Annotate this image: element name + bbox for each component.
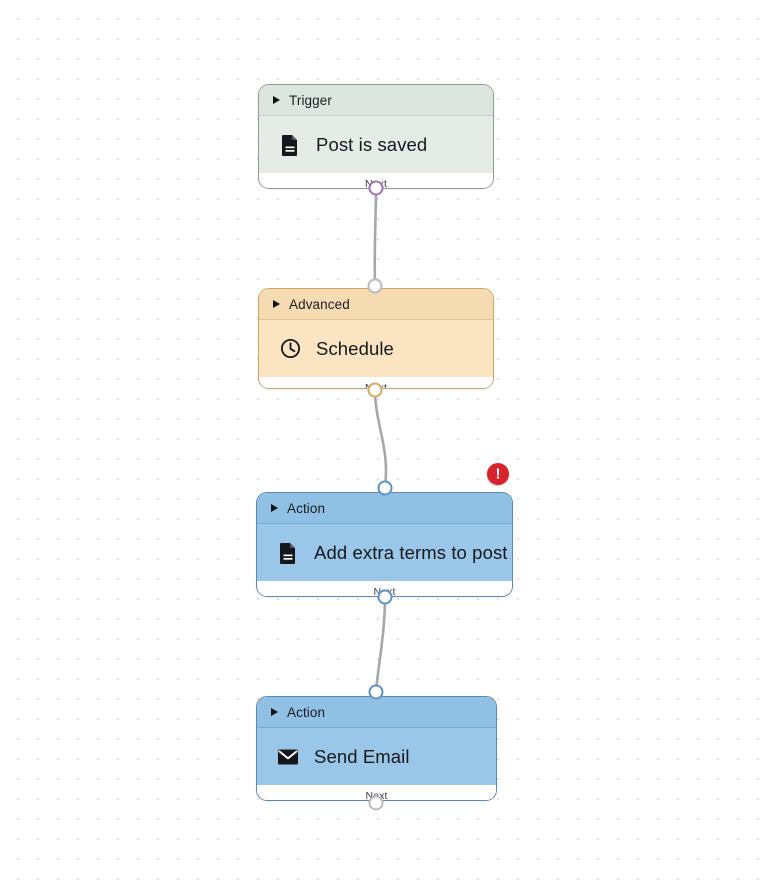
document-icon	[277, 542, 299, 564]
node-divider	[257, 523, 512, 524]
node-header-trigger[interactable]: Trigger	[259, 85, 493, 115]
node-footer-next[interactable]: Next	[257, 785, 496, 800]
handle-output-trigger[interactable]	[368, 180, 384, 196]
node-action-send-email[interactable]: Action Send Email Next	[256, 696, 497, 801]
clock-icon	[279, 338, 301, 360]
envelope-icon	[277, 746, 299, 768]
handle-input-action-send-email[interactable]	[368, 684, 384, 700]
node-header-action[interactable]: Action	[257, 493, 512, 523]
node-title: Schedule	[316, 337, 394, 359]
chevron-right-icon[interactable]	[273, 96, 280, 104]
node-title: Post is saved	[316, 133, 428, 155]
node-body-action[interactable]: Add extra terms to post	[257, 524, 512, 581]
node-body-trigger[interactable]: Post is saved	[259, 116, 493, 173]
node-header-action[interactable]: Action	[257, 697, 496, 727]
chevron-right-icon[interactable]	[271, 708, 278, 716]
node-divider	[259, 319, 493, 320]
handle-output-action-add-extra-terms[interactable]	[377, 589, 393, 605]
edge-advanced-to-action-terms	[373, 388, 388, 489]
handle-input-advanced[interactable]	[367, 278, 383, 294]
chevron-right-icon[interactable]	[273, 300, 280, 308]
node-header-advanced[interactable]: Advanced	[259, 289, 493, 319]
node-body-action[interactable]: Send Email	[257, 728, 496, 785]
node-type-label: Advanced	[289, 296, 350, 312]
node-advanced-schedule[interactable]: Advanced Schedule Next	[258, 288, 494, 389]
document-icon	[279, 134, 301, 156]
node-body-advanced[interactable]: Schedule	[259, 320, 493, 377]
handle-output-action-send-email[interactable]	[368, 795, 384, 811]
exclamation-icon: !	[495, 465, 501, 482]
node-type-label: Action	[287, 704, 326, 720]
node-action-add-extra-terms[interactable]: Action Add extra terms to post Next	[256, 492, 513, 597]
edge-trigger-to-advanced	[373, 186, 378, 285]
node-divider	[259, 115, 493, 116]
node-type-label: Action	[287, 500, 326, 516]
node-type-label: Trigger	[289, 92, 332, 108]
node-title: Add extra terms to post	[314, 541, 508, 563]
node-trigger-post-is-saved[interactable]: Trigger Post is saved Next	[258, 84, 494, 189]
node-title: Send Email	[314, 745, 410, 767]
error-badge[interactable]: !	[487, 463, 509, 485]
next-label: Next	[366, 790, 388, 800]
handle-input-action-add-extra-terms[interactable]	[377, 480, 393, 496]
edge-action-terms-to-send-email	[374, 595, 387, 693]
handle-output-advanced[interactable]	[367, 382, 383, 398]
node-divider	[257, 727, 496, 728]
chevron-right-icon[interactable]	[271, 504, 278, 512]
